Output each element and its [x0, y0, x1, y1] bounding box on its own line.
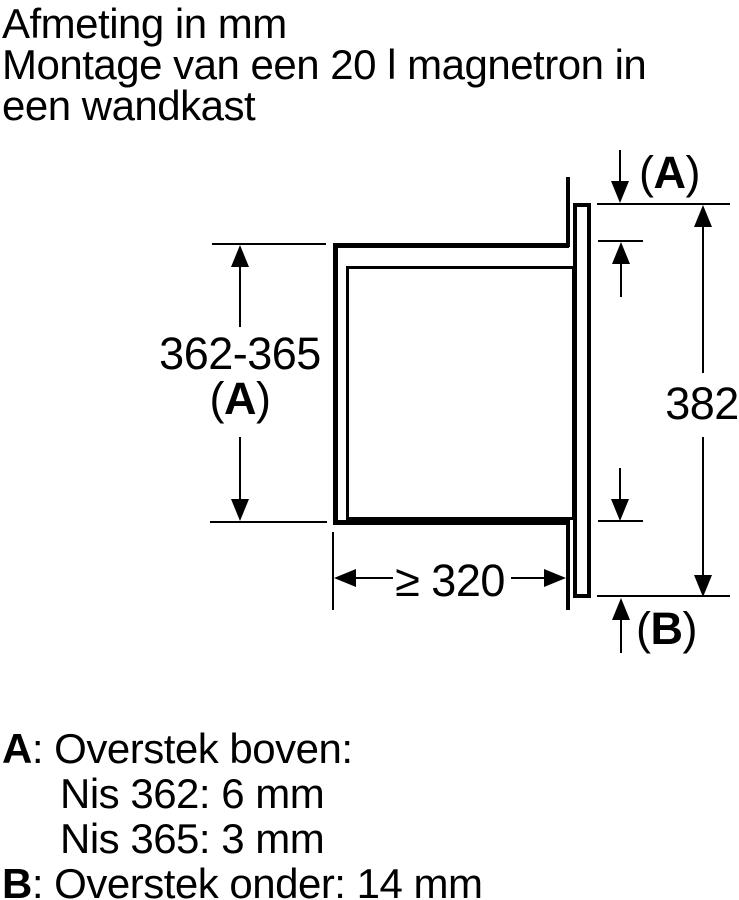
niche-height-ext-line-bottom: [210, 521, 327, 523]
legend-key-a: A: [2, 725, 32, 772]
niche-depth-arrow-left: [334, 569, 356, 587]
niche-height-arrow-down: [231, 499, 249, 521]
page-title: Afmeting in mm Montage van een 20 l magn…: [2, 0, 647, 129]
niche-height-ext-line-top: [212, 243, 326, 245]
niche-height-ref-label: (A): [209, 373, 271, 424]
title-line-1: Afmeting in mm: [2, 0, 287, 47]
cabinet-bottom-wall-line: [333, 520, 569, 525]
niche-depth-label: ≥ 320: [395, 555, 505, 606]
frame-height-dim-line-lower: [702, 437, 704, 576]
overhang-bottom-arrow-up: [612, 598, 630, 620]
overhang-top-arrow-down: [611, 181, 629, 203]
cabinet-front-edge-bottom-line: [566, 520, 570, 610]
niche-height-dim-line-upper: [239, 265, 241, 327]
legend-item-a-sub2: Nis 365: 3 mm: [60, 815, 325, 862]
microwave-front-frame: [573, 203, 591, 598]
frame-height-label: 382: [665, 378, 739, 429]
overhang-bottom-arrow-down: [611, 499, 629, 521]
overhang-bottom-arrow-tail: [619, 468, 621, 500]
overhang-top-arrow-up-tail: [620, 263, 622, 297]
niche-height-label: 362-365: [159, 328, 321, 379]
niche-top-ext-line: [598, 240, 643, 242]
legend-text-a: : Overstek boven:: [31, 725, 353, 772]
frame-top-ext-line: [597, 203, 730, 205]
microwave-body-outline: [346, 266, 575, 520]
legend: A: Overstek boven: Nis 362: 6 mm Nis 365…: [2, 726, 483, 900]
niche-height-arrow-up: [231, 245, 249, 267]
legend-text-b: : Overstek onder: 14 mm: [31, 860, 483, 900]
cabinet-left-wall-line: [333, 243, 338, 525]
niche-height-dim-line-lower: [239, 437, 241, 501]
title-line-3: een wandkast: [2, 82, 256, 129]
legend-item-b: B: Overstek onder: 14 mm: [2, 861, 483, 900]
frame-bottom-ext-line: [597, 595, 730, 597]
overhang-top-arrow-tail: [619, 150, 621, 182]
overhang-bottom-label: (B): [636, 603, 697, 654]
overhang-top-arrow-up: [612, 242, 630, 264]
frame-height-arrow-down: [694, 575, 712, 597]
niche-depth-dim-line-right: [511, 577, 545, 579]
niche-depth-arrow-right: [544, 569, 566, 587]
legend-item-a: A: Overstek boven:: [2, 726, 483, 771]
cabinet-top-wall-line: [333, 243, 569, 248]
niche-floor-ext-line: [598, 520, 643, 522]
legend-key-b: B: [2, 860, 32, 900]
cabinet-front-edge-top-line: [566, 177, 570, 247]
niche-depth-ext-line-left: [332, 532, 334, 610]
frame-height-arrow-up: [694, 205, 712, 227]
overhang-top-label: (A): [639, 147, 700, 198]
title-line-2: Montage van een 20 l magnetron in: [2, 41, 647, 88]
legend-item-a-sub1: Nis 362: 6 mm: [60, 770, 325, 817]
frame-height-dim-line-upper: [702, 226, 704, 373]
niche-depth-dim-line-left: [355, 577, 393, 579]
overhang-bottom-arrow-up-tail: [620, 620, 622, 653]
